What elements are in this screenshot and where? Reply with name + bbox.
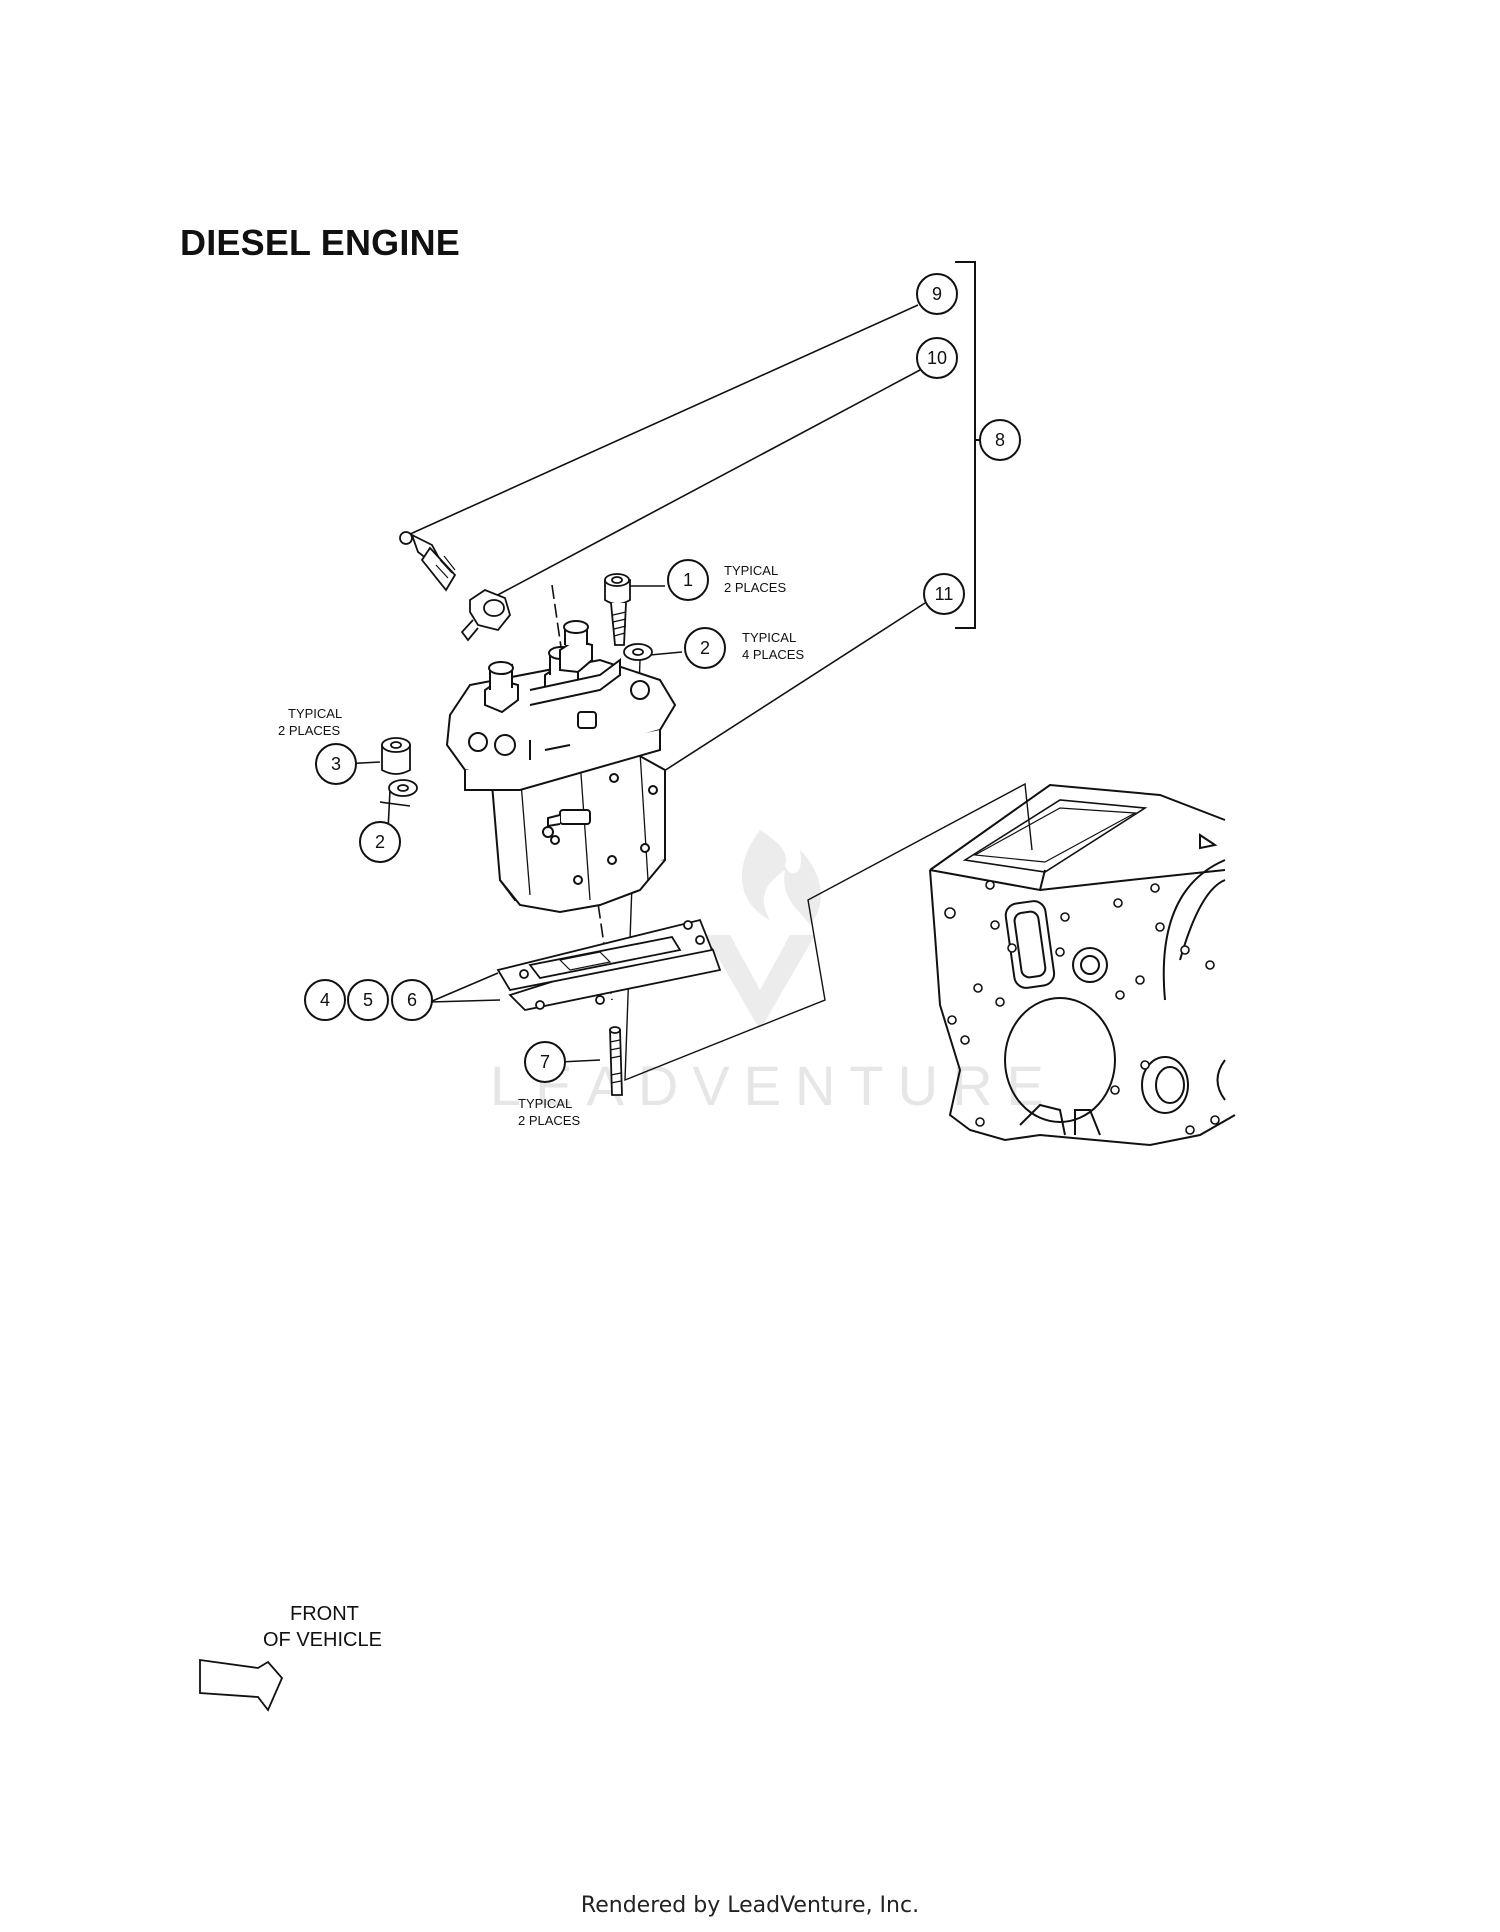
callout-circle-1 [667, 559, 709, 601]
washer-top [623, 643, 653, 661]
page-title: DIESEL ENGINE [180, 222, 461, 263]
note-2-line-1: TYPICAL [742, 630, 796, 645]
note-3-line-2: 2 PLACES [278, 723, 340, 738]
front-of-vehicle-indicator: FRONT OF VEHICLE [199, 1603, 382, 1712]
gaskets [496, 918, 722, 1011]
delivery-valve-towers [484, 620, 621, 714]
callout-number-4: 4 [320, 990, 330, 1010]
nut [381, 737, 411, 775]
engine-block [929, 783, 1236, 1147]
typical-notes: TYPICAL 2 PLACES TYPICAL 4 PLACES TYPICA… [278, 563, 804, 1128]
callout-number-11: 11 [935, 584, 954, 604]
callout-circle-8 [979, 419, 1021, 461]
banjo-fitting [460, 588, 511, 642]
callout-number-5: 5 [363, 990, 373, 1010]
note-7-line-1: TYPICAL [518, 1096, 572, 1111]
callout-number-1: 1 [683, 570, 693, 590]
callout-circle-4 [304, 979, 346, 1021]
callout-number-3: 3 [331, 754, 341, 774]
callout-number-10: 10 [927, 348, 947, 368]
washer-left [388, 779, 418, 797]
front-arrow-icon [199, 1658, 284, 1712]
callout-circle-5 [347, 979, 389, 1021]
delivery-valve-holder [399, 531, 457, 592]
front-label-line-2: OF VEHICLE [263, 1629, 382, 1651]
front-label-line-1: FRONT [290, 1603, 359, 1625]
socket-head-screw [604, 573, 631, 646]
callout-circle-2-left [359, 821, 401, 863]
kit-bracket [955, 261, 976, 629]
note-2-line-2: 4 PLACES [742, 647, 804, 662]
stud [609, 1026, 623, 1096]
note-7-line-2: 2 PLACES [518, 1113, 580, 1128]
watermark-text: LEADVENTURE [490, 1054, 1058, 1117]
callout-number-6: 6 [407, 990, 417, 1010]
callout-circle-3 [315, 743, 357, 785]
note-1-line-2: 2 PLACES [724, 580, 786, 595]
callout-circle-6 [391, 979, 433, 1021]
callout-numbers: 9 10 8 11 1 2 3 2 4 5 6 7 [320, 284, 1005, 1072]
callout-number-9: 9 [932, 284, 942, 304]
injection-pump [445, 620, 677, 914]
note-3-line-1: TYPICAL [288, 706, 342, 721]
callout-circle-9 [916, 273, 958, 315]
callout-circle-10 [916, 337, 958, 379]
note-1-line-1: TYPICAL [724, 563, 778, 578]
footer-credit: Rendered by LeadVenture, Inc. [580, 1893, 920, 1918]
callout-circle-11 [923, 573, 965, 615]
callout-circles [304, 273, 1021, 1083]
callout-circle-2-top [684, 627, 726, 669]
callout-number-7: 7 [540, 1052, 550, 1072]
callout-number-2-top: 2 [700, 638, 710, 658]
callout-number-2-left: 2 [375, 832, 385, 852]
callout-number-8: 8 [995, 430, 1005, 450]
callout-circle-7 [524, 1041, 566, 1083]
engine-block-holes [944, 880, 1220, 1135]
